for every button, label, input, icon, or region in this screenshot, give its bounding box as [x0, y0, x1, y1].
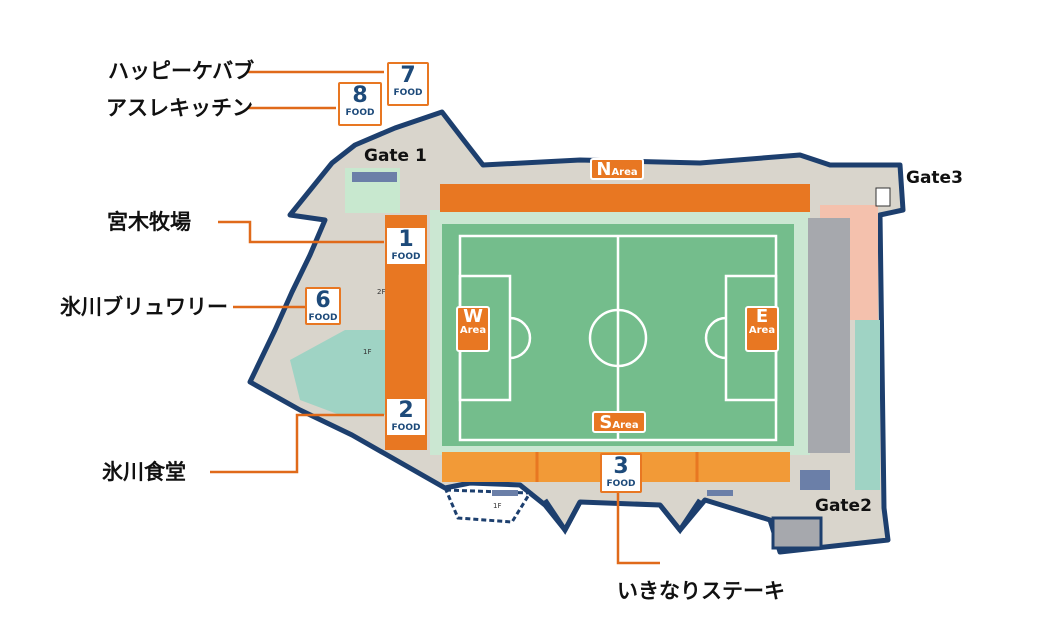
gate2-stairs	[771, 516, 823, 550]
food-number: 6	[315, 288, 331, 313]
food-badge-1[interactable]: 1 FOOD	[385, 226, 427, 266]
food-badge-8[interactable]: 8 FOOD	[338, 82, 382, 126]
floor-label-2f: 2F	[377, 288, 386, 296]
south-steps-2	[707, 490, 733, 496]
food-badge-2[interactable]: 2 FOOD	[385, 397, 427, 437]
floor-label-south-1f: 1F	[493, 502, 502, 510]
area-text: Area	[748, 325, 776, 336]
north-stand	[440, 184, 810, 212]
south-area-marker[interactable]: SArea	[592, 411, 646, 433]
vendor-label-2: 氷川食堂	[102, 460, 186, 484]
vendor-label-8: アスレキッチン	[106, 96, 253, 120]
food-number: 7	[400, 63, 416, 88]
area-text: Area	[611, 167, 638, 178]
food-number: 3	[613, 454, 629, 479]
gate-3-label: Gate3	[906, 168, 963, 188]
food-number: 8	[352, 83, 368, 108]
food-label: FOOD	[391, 423, 421, 433]
leader-lines	[210, 70, 660, 565]
food-number: 2	[398, 398, 414, 423]
gate1-steps	[352, 172, 397, 182]
food-label: FOOD	[393, 88, 423, 98]
gate3-steps	[875, 187, 891, 207]
west-green-zone	[290, 330, 385, 415]
food-label: FOOD	[345, 108, 375, 118]
area-letter: N	[596, 159, 612, 180]
food-badge-7[interactable]: 7 FOOD	[387, 62, 429, 106]
area-letter: W	[463, 306, 483, 327]
south-steps	[492, 490, 518, 496]
gate2-side-steps	[800, 470, 830, 490]
food-number: 1	[398, 227, 414, 252]
gate-2-label: Gate2	[815, 496, 872, 516]
vendor-label-1: 宮木牧場	[107, 210, 191, 234]
food-badge-3[interactable]: 3 FOOD	[600, 453, 642, 493]
east-green-zone	[855, 320, 880, 490]
area-text: Area	[459, 325, 487, 336]
north-area-marker[interactable]: NArea	[590, 158, 644, 180]
food-label: FOOD	[308, 313, 338, 323]
vendor-label-7: ハッピーケバブ	[108, 59, 255, 83]
south-protrusions	[542, 498, 703, 535]
vendor-label-6: 氷川ブリュワリー	[60, 295, 228, 319]
east-stand	[808, 218, 850, 453]
food-badge-6[interactable]: 6 FOOD	[305, 287, 341, 325]
area-text: Area	[612, 420, 639, 431]
vendor-label-3: いきなりステーキ	[617, 579, 785, 603]
gate-1-label: Gate 1	[364, 146, 427, 166]
food-label: FOOD	[391, 252, 421, 262]
food-label: FOOD	[606, 479, 636, 489]
area-letter: S	[599, 412, 613, 433]
floor-label-1f: 1F	[363, 348, 372, 356]
area-letter: E	[755, 306, 769, 327]
